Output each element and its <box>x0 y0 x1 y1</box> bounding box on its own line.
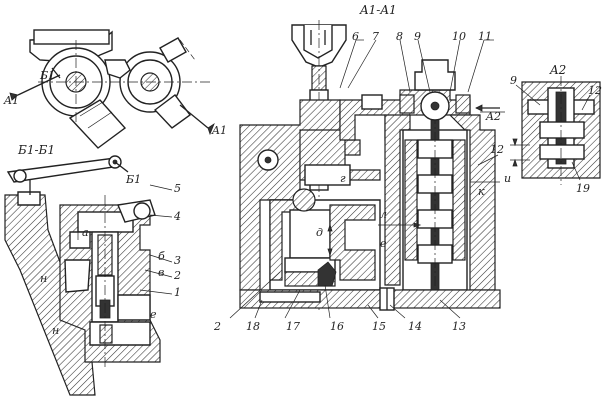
b1-marker-top: Б1 <box>39 69 55 82</box>
part-label: 19 <box>576 182 590 195</box>
part-label: 9 <box>510 74 517 87</box>
part-label: 13 <box>452 320 466 333</box>
part-label: 4 <box>173 210 181 223</box>
zone-letter: а <box>82 226 89 239</box>
zone-letter: д <box>316 226 323 239</box>
zone-letter: к <box>478 185 485 198</box>
part-label: 1 <box>174 286 181 299</box>
part-label: 2 <box>213 320 221 333</box>
zone-letter: б <box>158 250 165 263</box>
part-label: 18 <box>246 320 260 333</box>
part-label: 7 <box>372 30 379 43</box>
left-section-view <box>4 155 173 396</box>
detail-a2-view <box>510 76 601 185</box>
part-label: 14 <box>408 320 422 333</box>
zone-letter: и <box>504 172 511 185</box>
section-title-b1: Б1-Б1 <box>17 143 55 157</box>
part-label: 12 <box>490 143 504 156</box>
section-title-a1: A1-A1 <box>359 3 397 17</box>
part-label: 5 <box>174 182 181 195</box>
zone-letter: н <box>52 324 59 337</box>
part-label: 12 <box>588 84 602 97</box>
zone-letter: г <box>340 172 346 185</box>
part-label: 11 <box>478 30 492 43</box>
part-label: 9 <box>414 30 421 43</box>
part-label: 3 <box>174 254 181 267</box>
part-label: 15 <box>372 320 386 333</box>
zone-letter: е <box>150 308 157 321</box>
center-section-view <box>229 20 505 319</box>
a2-marker-side: A2 <box>485 110 501 123</box>
zone-letter: е <box>380 237 387 250</box>
center-part-labels: 6 7 8 9 10 11 A2 12 2 18 17 16 15 14 13 … <box>213 30 504 333</box>
part-label: 17 <box>286 320 300 333</box>
part-label: 2 <box>173 269 181 282</box>
zone-letter: в <box>158 266 164 279</box>
detail-part-labels: 9 12 19 и <box>504 74 602 195</box>
zone-letter: н <box>40 272 47 285</box>
part-label: 8 <box>396 30 403 43</box>
part-label: 6 <box>352 30 359 43</box>
top-plan-view <box>9 29 215 149</box>
left-part-labels: 5 4 3 2 1 а б в е н н <box>40 182 181 337</box>
a1-marker-bottom: A1 <box>211 124 227 137</box>
section-title-a2: A2 <box>549 63 566 77</box>
part-label: 16 <box>330 320 344 333</box>
part-label: 10 <box>452 30 466 43</box>
zone-letter: л <box>380 208 387 221</box>
a1-marker-top: A1 <box>3 94 19 107</box>
b1-marker-right: Б1 <box>125 173 141 186</box>
